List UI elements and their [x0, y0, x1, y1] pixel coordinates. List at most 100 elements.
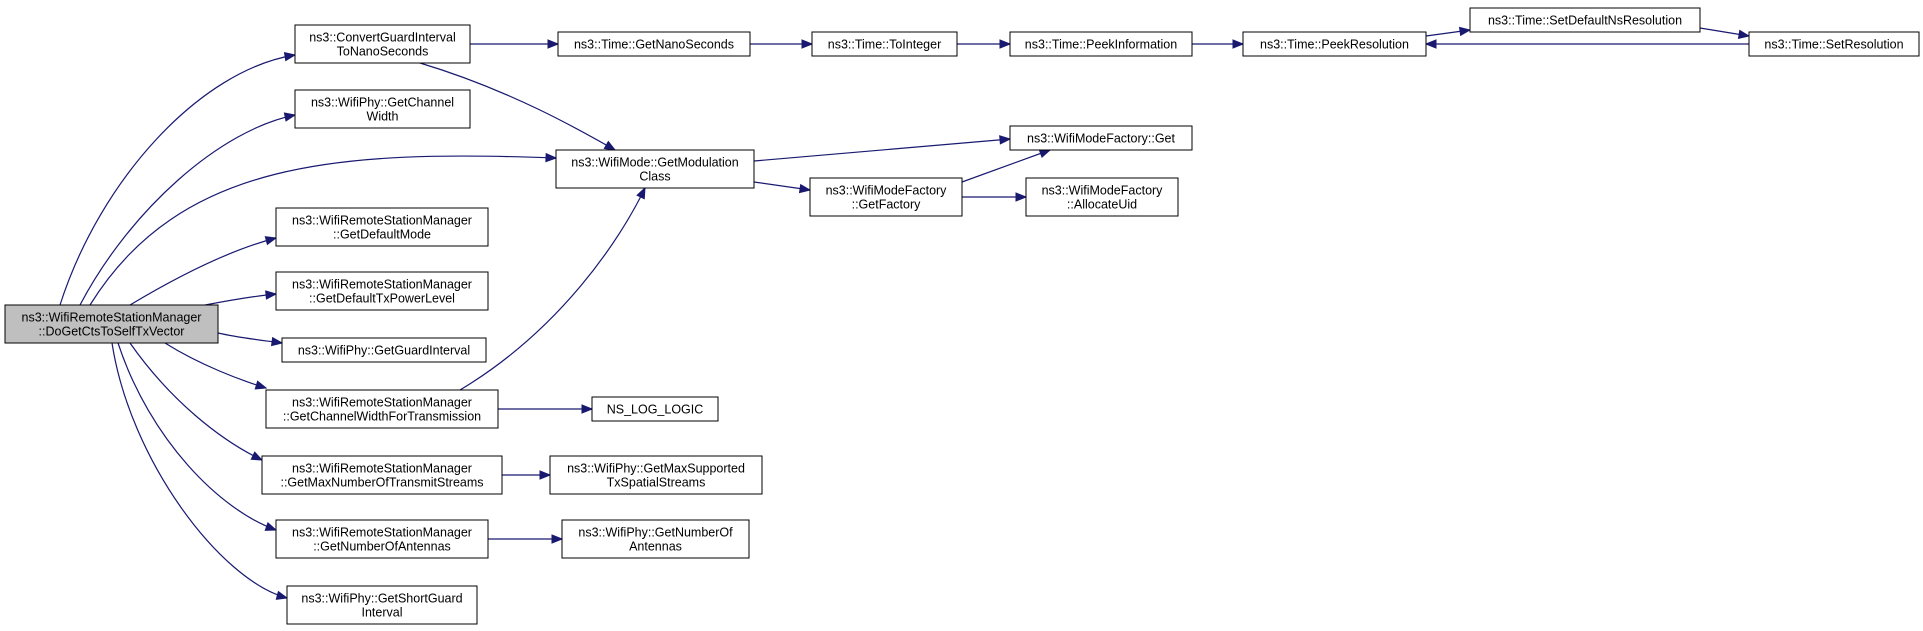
node-box[interactable]	[1242, 31, 1427, 57]
arrowhead-get_cw_for_tx-to-get_mod_class	[636, 186, 646, 200]
node-box[interactable]	[1025, 177, 1179, 217]
node-box[interactable]	[1009, 31, 1193, 57]
node-label-line: ns3::WifiPhy::GetChannel	[311, 96, 454, 110]
node-box[interactable]	[294, 89, 471, 129]
arrowhead-root-to-get_channel_width	[283, 112, 297, 122]
node-label-line: ::DoGetCtsToSelfTxVector	[39, 325, 185, 339]
arrowhead-get_factory-to-factory_get	[1038, 149, 1052, 159]
node-get-num-antennas-mgr[interactable]: ns3::WifiRemoteStationManager::GetNumber…	[275, 519, 489, 559]
node-get-max-streams[interactable]: ns3::WifiRemoteStationManager::GetMaxNum…	[261, 455, 503, 495]
node-get-max-supported[interactable]: ns3::WifiPhy::GetMaxSupportedTxSpatialSt…	[549, 455, 763, 495]
node-allocate-uid[interactable]: ns3::WifiModeFactory::AllocateUid	[1025, 177, 1179, 217]
arrowhead-root-to-convert_gi	[283, 51, 297, 62]
node-box[interactable]	[281, 337, 487, 363]
arrowhead-peek_resolution-to-set_default_ns	[1458, 26, 1472, 37]
arrowhead-get_mod_class-to-factory_get	[999, 135, 1012, 145]
node-get-default-mode[interactable]: ns3::WifiRemoteStationManager::GetDefaul…	[275, 207, 489, 247]
node-label-line: ns3::Time::SetResolution	[1764, 38, 1903, 52]
node-label-line: Antennas	[629, 540, 682, 554]
arrowhead-get_cw_for_tx-to-ns_log_logic	[581, 404, 594, 414]
node-box[interactable]	[275, 271, 489, 311]
arrowhead-root-to-get_mod_class	[545, 152, 558, 163]
node-box[interactable]	[1469, 7, 1701, 33]
node-label-line: ns3::WifiMode::GetModulation	[571, 156, 738, 170]
node-label-line: ns3::WifiModeFactory	[826, 184, 948, 198]
node-box[interactable]	[555, 149, 755, 189]
edge-root-to-get_default_mode	[129, 237, 277, 306]
node-box[interactable]	[811, 31, 958, 57]
node-label-line: ::GetMaxNumberOfTransmitStreams	[280, 476, 483, 490]
arrowhead-get_mod_class-to-get_factory	[798, 183, 812, 194]
edge-root-to-get_cw_for_tx	[164, 342, 267, 389]
arrowhead-peek_information-to-peek_resolution	[1232, 39, 1245, 49]
node-get-cw-for-tx[interactable]: ns3::WifiRemoteStationManager::GetChanne…	[265, 389, 499, 429]
node-label-line: ns3::WifiRemoteStationManager	[292, 396, 472, 410]
arrowhead-root-to-get_default_mode	[264, 236, 278, 246]
edge-root-to-convert_gi	[59, 54, 296, 306]
node-box[interactable]	[1009, 125, 1193, 151]
node-peek-information[interactable]: ns3::Time::PeekInformation	[1009, 31, 1193, 57]
node-box[interactable]	[294, 24, 471, 64]
node-set-default-ns[interactable]: ns3::Time::SetDefaultNsResolution	[1469, 7, 1701, 33]
node-label-line: Width	[367, 110, 399, 124]
node-label-line: ns3::Time::GetNanoSeconds	[574, 38, 734, 52]
node-label-line: ::GetChannelWidthForTransmission	[283, 410, 481, 424]
node-box[interactable]	[4, 304, 219, 344]
node-get-nanoseconds[interactable]: ns3::Time::GetNanoSeconds	[557, 31, 751, 57]
arrowhead-convert_gi-to-get_nanoseconds	[547, 39, 560, 49]
node-box[interactable]	[549, 455, 763, 495]
arrowhead-get_nanoseconds-to-to_integer	[801, 39, 814, 49]
node-label-line: ns3::WifiRemoteStationManager	[292, 462, 472, 476]
arrowhead-root-to-get_cw_for_tx	[254, 380, 268, 390]
node-get-factory[interactable]: ns3::WifiModeFactory::GetFactory	[809, 177, 963, 217]
edges-layer	[59, 26, 1751, 600]
node-label-line: ns3::WifiPhy::GetGuardInterval	[298, 344, 470, 358]
node-ns-log-logic[interactable]: NS_LOG_LOGIC	[591, 396, 719, 422]
edge-get_cw_for_tx-to-get_mod_class	[459, 187, 646, 391]
node-get-num-antennas-phy[interactable]: ns3::WifiPhy::GetNumberOfAntennas	[561, 519, 750, 559]
node-label-line: ToNanoSeconds	[337, 45, 429, 59]
node-box[interactable]	[557, 31, 751, 57]
node-box[interactable]	[591, 396, 719, 422]
arrowhead-root-to-get_default_txpower	[265, 290, 278, 300]
arrowhead-set_resolution-to-peek_resolution	[1424, 39, 1437, 49]
node-box[interactable]	[265, 389, 499, 429]
node-peek-resolution[interactable]: ns3::Time::PeekResolution	[1242, 31, 1427, 57]
edge-get_mod_class-to-factory_get	[753, 138, 1011, 162]
node-label-line: ns3::WifiPhy::GetMaxSupported	[567, 462, 745, 476]
node-box[interactable]	[261, 455, 503, 495]
node-label-line: ns3::Time::ToInteger	[828, 38, 941, 52]
node-label-line: ns3::Time::PeekResolution	[1260, 38, 1409, 52]
node-get-channel-width[interactable]: ns3::WifiPhy::GetChannelWidth	[294, 89, 471, 129]
arrowhead-set_default_ns-to-set_resolution	[1737, 29, 1751, 39]
node-box[interactable]	[275, 519, 489, 559]
edge-root-to-get_short_gi	[111, 342, 288, 599]
node-label-line: ns3::ConvertGuardInterval	[309, 31, 456, 45]
node-set-resolution[interactable]: ns3::Time::SetResolution	[1748, 31, 1920, 57]
node-box[interactable]	[1748, 31, 1920, 57]
arrowhead-convert_gi-to-get_mod_class	[603, 140, 617, 151]
arrowhead-to_integer-to-peek_information	[999, 39, 1012, 49]
arrowhead-root-to-get_guard_interval	[270, 336, 284, 347]
node-label-line: ::AllocateUid	[1067, 198, 1137, 212]
node-label-line: NS_LOG_LOGIC	[607, 403, 704, 417]
node-label-line: ::GetDefaultTxPowerLevel	[309, 292, 455, 306]
node-box[interactable]	[286, 585, 478, 625]
node-box[interactable]	[275, 207, 489, 247]
node-get-default-txpower[interactable]: ns3::WifiRemoteStationManager::GetDefaul…	[275, 271, 489, 311]
edge-root-to-get_num_antennas_mgr	[117, 342, 277, 531]
node-get-guard-interval[interactable]: ns3::WifiPhy::GetGuardInterval	[281, 337, 487, 363]
node-to-integer[interactable]: ns3::Time::ToInteger	[811, 31, 958, 57]
arrowhead-root-to-get_num_antennas_mgr	[264, 522, 278, 531]
node-box[interactable]	[561, 519, 750, 559]
node-root[interactable]: ns3::WifiRemoteStationManager::DoGetCtsT…	[4, 304, 219, 344]
node-label-line: ns3::Time::PeekInformation	[1025, 38, 1177, 52]
node-factory-get[interactable]: ns3::WifiModeFactory::Get	[1009, 125, 1193, 151]
node-label-line: ns3::WifiPhy::GetShortGuard	[301, 592, 462, 606]
node-box[interactable]	[809, 177, 963, 217]
arrowhead-get_max_streams-to-get_max_supported	[539, 470, 552, 480]
